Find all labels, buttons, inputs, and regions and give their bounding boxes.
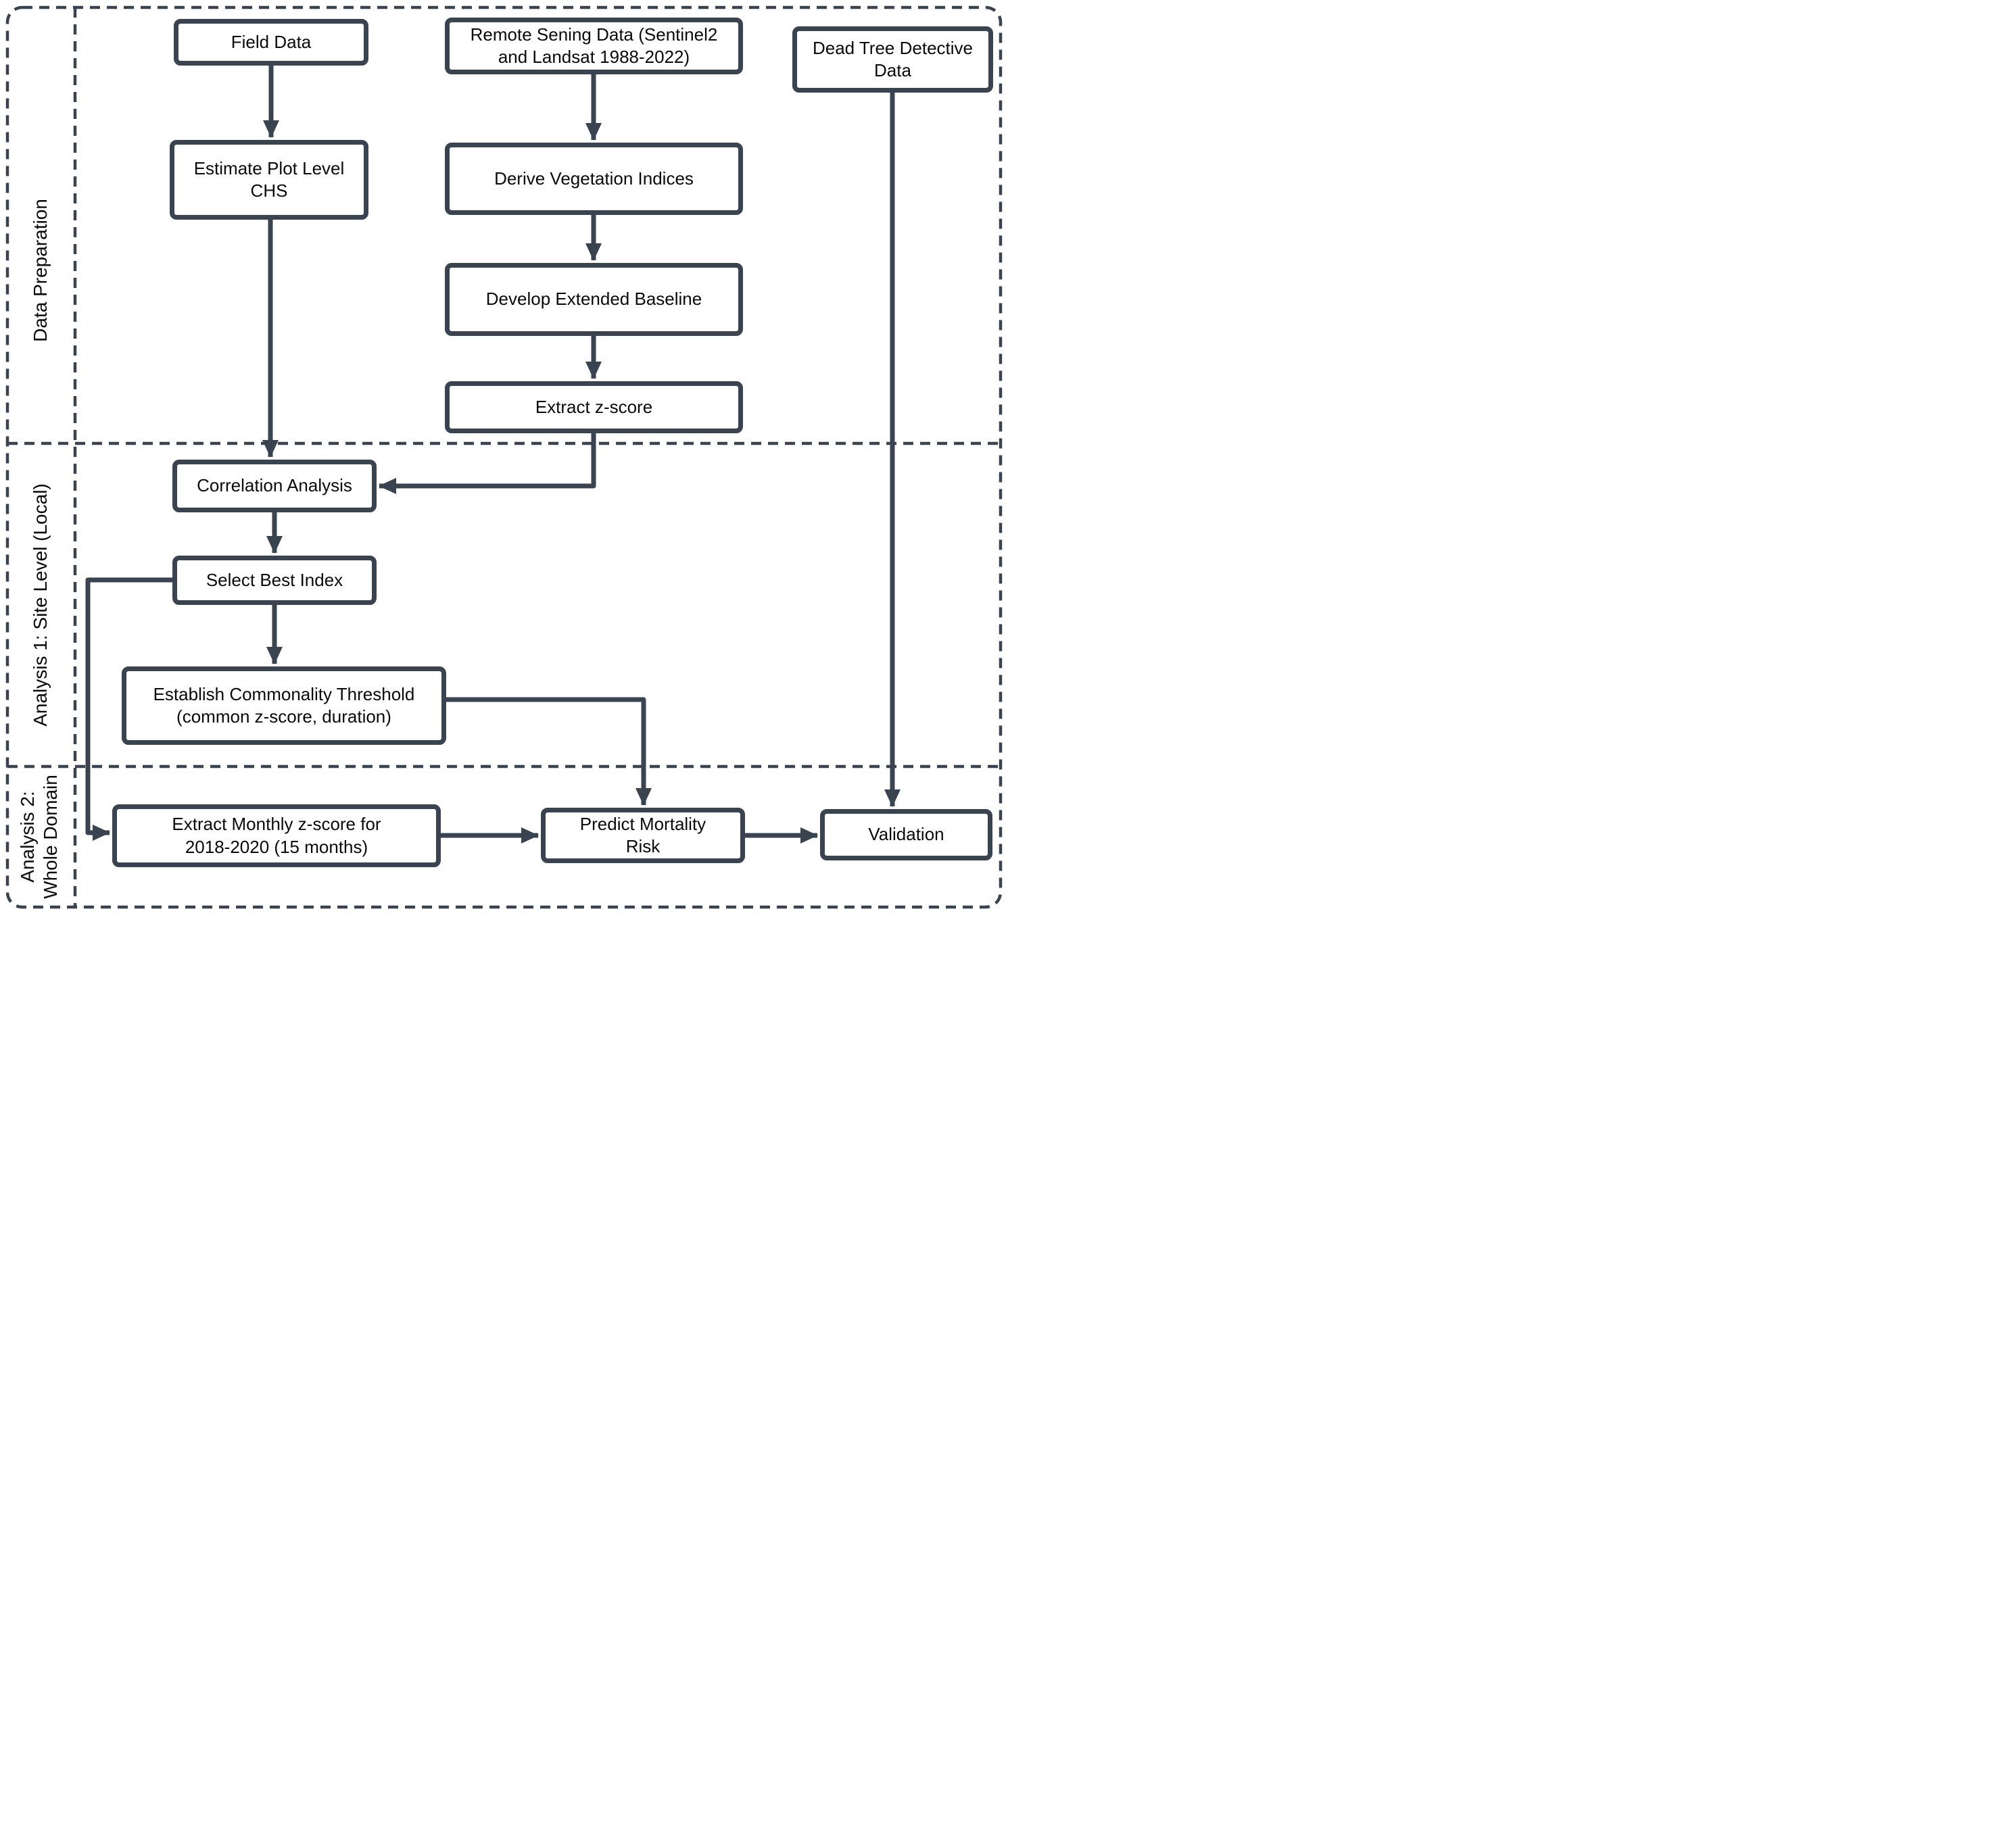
connector-select-to-extractmonthly <box>85 577 172 841</box>
node-select-best-index: Select Best Index <box>172 556 377 605</box>
lane-label-data-preparation: Data Preparation <box>29 199 51 342</box>
node-predict-mortality-risk: Predict Mortality Risk <box>541 808 745 863</box>
node-remote-sensing-data: Remote Sening Data (Sentinel2 and Landsa… <box>445 18 743 74</box>
node-develop-extended-baseline: Develop Extended Baseline <box>445 263 743 336</box>
connector-establish-to-predict <box>446 697 652 806</box>
node-establish-commonality-threshold: Establish Commonality Threshold (common … <box>122 666 446 745</box>
node-dead-tree-detective-data: Dead Tree Detective Data <box>792 26 993 93</box>
node-correlation-analysis: Correlation Analysis <box>172 460 377 512</box>
connector-extractz-to-correlation <box>379 433 596 494</box>
node-validation: Validation <box>820 809 992 860</box>
lane-label-analysis-2: Analysis 2: Whole Domain <box>16 775 61 899</box>
outer-dashed-frame <box>5 5 1003 909</box>
node-extract-monthly-z-score: Extract Monthly z-score for 2018-2020 (1… <box>112 804 441 867</box>
node-field-data: Field Data <box>174 19 368 66</box>
connector-layer <box>5 5 1003 909</box>
node-derive-vegetation-indices: Derive Vegetation Indices <box>445 143 743 215</box>
flowchart-canvas: Data Preparation Analysis 1: Site Level … <box>0 0 1008 914</box>
lane-label-analysis-1: Analysis 1: Site Level (Local) <box>29 483 51 727</box>
node-extract-z-score: Extract z-score <box>445 381 743 433</box>
node-estimate-plot-level-chs: Estimate Plot Level CHS <box>170 140 368 220</box>
